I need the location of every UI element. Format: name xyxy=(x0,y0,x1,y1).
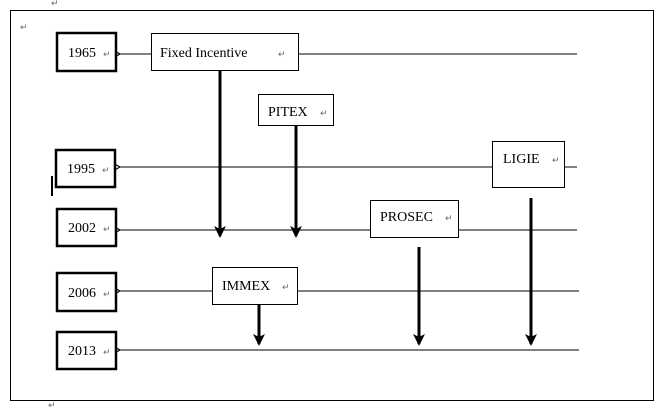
svg-text:↵: ↵ xyxy=(320,109,328,119)
svg-text:↵: ↵ xyxy=(552,156,560,166)
program-box-fixed-incentive: Fixed Incentive ↵ xyxy=(151,33,299,71)
paragraph-mark: ↵ xyxy=(51,0,59,9)
year-label: 1995 xyxy=(67,162,95,177)
svg-text:↵: ↵ xyxy=(103,50,111,60)
year-box-2006: 2006 ↵ xyxy=(55,271,118,313)
program-label: PITEX xyxy=(268,105,308,120)
year-box-2013: 2013 ↵ xyxy=(55,330,118,371)
program-label: IMMEX xyxy=(222,279,270,294)
svg-text:↵: ↵ xyxy=(103,348,111,358)
program-box-prosec: PROSEC ↵ xyxy=(370,200,459,238)
year-label: 2002 xyxy=(68,221,96,236)
svg-text:↵: ↵ xyxy=(282,283,290,293)
diagram-frame xyxy=(10,10,654,401)
program-label: Fixed Incentive xyxy=(160,46,247,61)
program-box-pitex: PITEX ↵ xyxy=(258,94,334,126)
year-label: 2013 xyxy=(68,344,96,359)
svg-text:↵: ↵ xyxy=(102,166,110,176)
svg-text:↵: ↵ xyxy=(278,50,286,60)
svg-text:↵: ↵ xyxy=(103,225,111,235)
year-label: 1965 xyxy=(68,46,96,61)
year-box-1995: 1995 ↵ xyxy=(54,148,117,189)
svg-text:↵: ↵ xyxy=(103,290,111,300)
program-label: PROSEC xyxy=(380,210,433,225)
year-label: 2006 xyxy=(68,286,96,301)
paragraph-mark: ↵ xyxy=(20,23,28,33)
program-label: LIGIE xyxy=(503,152,540,167)
paragraph-mark: ↵ xyxy=(48,401,56,411)
year-box-2002: 2002 ↵ xyxy=(55,207,118,248)
program-box-immex: IMMEX ↵ xyxy=(212,267,298,305)
year-box-1965: 1965 ↵ xyxy=(55,31,118,73)
program-box-ligie: LIGIE ↵ xyxy=(492,141,565,188)
svg-text:↵: ↵ xyxy=(445,214,453,224)
